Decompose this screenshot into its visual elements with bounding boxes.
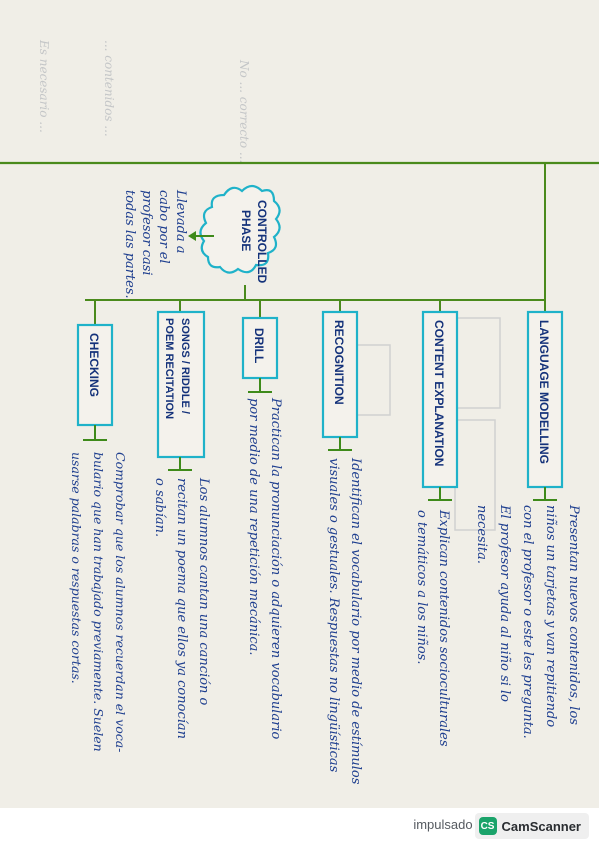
node-label: POEM RECITATION: [163, 318, 175, 419]
svg-text:todas las partes.: todas las partes.: [122, 190, 137, 299]
node-box: [526, 310, 564, 489]
scanner-footer: impulsado por CS CamScanner: [0, 808, 599, 848]
down-arrow-icon: [188, 231, 214, 241]
node-text: Los alumnos cantan una canción o recitan…: [152, 477, 211, 739]
node-label: DRILL: [252, 328, 266, 363]
cloud-shape: [199, 184, 281, 274]
node-label: CONTENT EXPLANATION: [432, 320, 446, 466]
svg-text:cabo por el: cabo por el: [156, 190, 171, 264]
scanned-page: Es necesario ... ... contenidos ... No .…: [0, 0, 599, 808]
ghost-line: No ... correcto ...: [237, 59, 251, 163]
node-text: Comprobar que los alumnos recuerdan el v…: [69, 452, 128, 752]
svg-text:niños un tarjetas y van repiti: niños un tarjetas y van repitiendo: [543, 505, 558, 727]
svg-text:Explican contenidos sociocultu: Explican contenidos socioculturales: [436, 509, 451, 747]
svg-text:con el profesor o este les pre: con el profesor o este les pregunta.: [520, 505, 535, 739]
node-text: Practican la pronunciación o adquieren v…: [246, 397, 283, 740]
svg-text:Presentan nuevos contenidos, l: Presentan nuevos contenidos, los: [566, 504, 581, 725]
controlled-label-line: PHASE: [239, 210, 253, 251]
node-label: CHECKING: [87, 333, 101, 397]
node-box: [321, 310, 359, 439]
svg-text:Los alumnos cantan una canción: Los alumnos cantan una canción o: [196, 477, 211, 706]
svg-text:profesor casi: profesor casi: [139, 190, 154, 276]
svg-text:Practican la pronunciación o a: Practican la pronunciación o adquieren v…: [268, 397, 283, 740]
controlled-phase-note: Llevada a cabo por el profesor casi toda…: [122, 189, 188, 299]
ghost-line: Es necesario ...: [37, 39, 51, 133]
node-language-modelling: LANGUAGE MODELLING Presentan nuevos cont…: [474, 310, 581, 739]
node-text: Presentan nuevos contenidos, los niños u…: [474, 504, 581, 739]
node-content-explanation: CONTENT EXPLANATION Explican contenidos …: [414, 310, 459, 747]
svg-text:o temáticos a los niños.: o temáticos a los niños.: [414, 510, 429, 664]
camscanner-brand-name: CamScanner: [501, 818, 581, 834]
ghost-line: ... contenidos ...: [102, 40, 116, 137]
camscanner-badge[interactable]: CS CamScanner: [474, 813, 589, 839]
svg-text:Llevada a: Llevada a: [173, 189, 188, 254]
svg-text:recitan un poema que ellos ya: recitan un poema que ellos ya conocían: [174, 478, 189, 739]
node-text: Explican contenidos socioculturales o te…: [414, 509, 451, 747]
svg-text:por medio de una repetición me: por medio de una repetición mecánica.: [246, 398, 261, 656]
node-songs-riddle-poem: SONGS / RIDDLE / POEM RECITATION Los alu…: [152, 310, 211, 739]
node-label: LANGUAGE MODELLING: [537, 320, 551, 464]
node-drill: DRILL Practican la pronunciación o adqui…: [241, 316, 283, 740]
controlled-phase-node: CONTROLLED PHASE: [199, 184, 281, 284]
node-recognition: RECOGNITION Identifican el vocabulario p…: [321, 310, 363, 785]
node-text: Identifican el vocabulario por medio de …: [326, 457, 363, 785]
svg-text:El profesor ayuda al niño si l: El profesor ayuda al niño si lo: [497, 504, 512, 702]
svg-text:necesita.: necesita.: [474, 505, 489, 564]
svg-text:bulario que han trabajado prev: bulario que han trabajado previamente. S…: [91, 452, 106, 752]
controlled-label-line: CONTROLLED: [255, 200, 269, 284]
svg-text:visuales o gestuales. Respuest: visuales o gestuales. Respuestas no ling…: [326, 458, 341, 773]
node-label: SONGS / RIDDLE /: [179, 318, 191, 414]
node-label: RECOGNITION: [332, 320, 346, 405]
svg-text:Identifican el vocabulario por: Identifican el vocabulario por medio de …: [348, 457, 363, 785]
svg-text:Comprobar que los alumnos recu: Comprobar que los alumnos recuerdan el v…: [113, 452, 128, 752]
camscanner-logo-icon: CS: [478, 817, 497, 835]
node-box: [156, 310, 206, 459]
node-checking: CHECKING Comprobar que los alumnos recue…: [69, 323, 128, 752]
svg-text:o sabían.: o sabían.: [152, 478, 167, 537]
svg-text:usarse palabras o respuestas c: usarse palabras o respuestas cortas.: [69, 452, 84, 684]
